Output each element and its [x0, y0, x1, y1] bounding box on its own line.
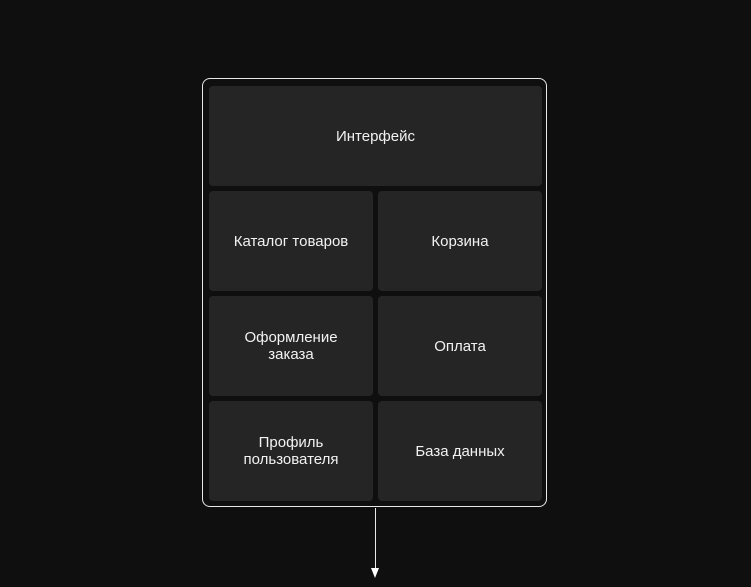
block-catalog: Каталог товаров — [209, 191, 373, 291]
block-profile: Профиль пользователя — [209, 401, 373, 501]
block-interface: Интерфейс — [209, 86, 542, 186]
block-label: Корзина — [431, 232, 489, 250]
block-label: Оформление заказа — [244, 329, 338, 363]
block-label: Профиль пользователя — [243, 434, 339, 468]
system-container — [202, 78, 547, 507]
block-label: База данных — [415, 442, 505, 460]
block-label: Оплата — [434, 337, 486, 355]
block-label: Интерфейс — [335, 127, 415, 145]
block-database: База данных — [378, 401, 542, 501]
block-cart: Корзина — [378, 191, 542, 291]
block-checkout: Оформление заказа — [209, 296, 373, 396]
arrow-down-icon — [371, 568, 379, 578]
arrow-connector — [375, 508, 376, 570]
block-label: Каталог товаров — [233, 232, 349, 250]
block-payment: Оплата — [378, 296, 542, 396]
